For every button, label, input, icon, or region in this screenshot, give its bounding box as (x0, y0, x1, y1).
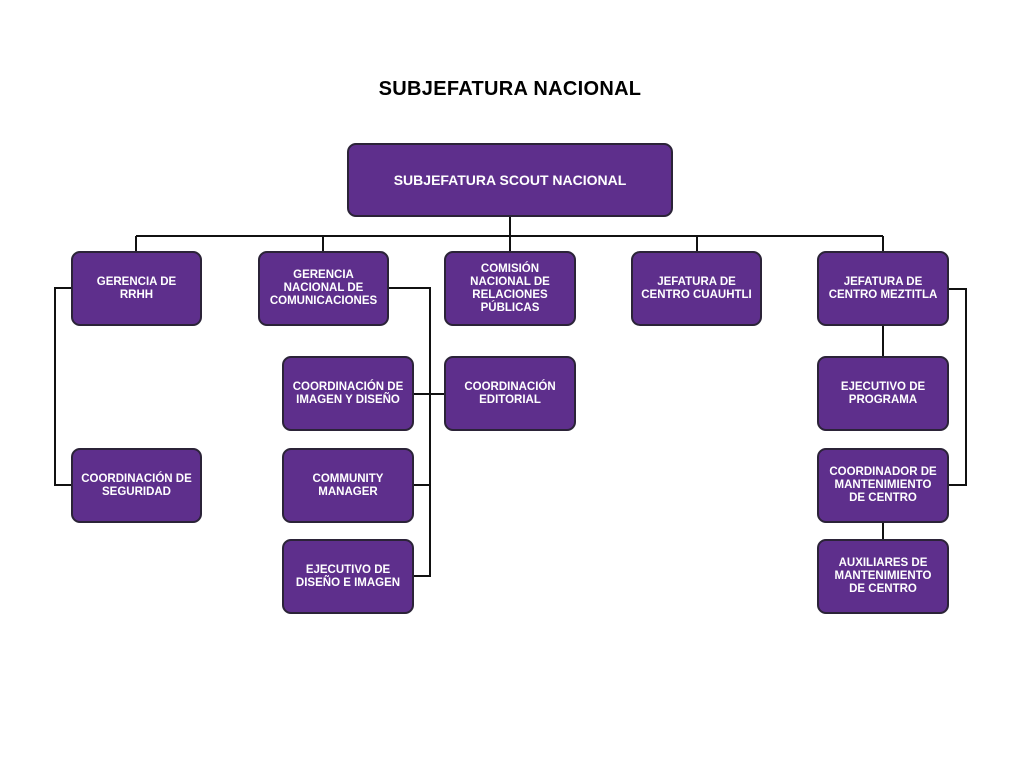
node-coordinacion-imagen-diseno: COORDINACIÓN DE IMAGEN Y DISEÑO (282, 356, 414, 431)
connector-line (948, 288, 967, 486)
node-gerencia-rrhh: GERENCIA DE RRHH (71, 251, 202, 326)
connector-line (54, 287, 72, 486)
node-subjefatura-scout-nacional: SUBJEFATURA SCOUT NACIONAL (347, 143, 673, 217)
node-community-manager: COMMUNITY MANAGER (282, 448, 414, 523)
node-jefatura-meztitla: JEFATURA DE CENTRO MEZTITLA (817, 251, 949, 326)
node-coordinacion-editorial: COORDINACIÓN EDITORIAL (444, 356, 576, 431)
node-coordinador-mantenimiento: COORDINADOR DE MANTENIMIENTO DE CENTRO (817, 448, 949, 523)
node-ejecutivo-diseno-imagen: EJECUTIVO DE DISEÑO E IMAGEN (282, 539, 414, 614)
node-ejecutivo-programa: EJECUTIVO DE PROGRAMA (817, 356, 949, 431)
connector-line (388, 287, 431, 577)
node-comision-relaciones-publicas: COMISIÓN NACIONAL DE RELACIONES PÚBLICAS (444, 251, 576, 326)
node-coordinacion-seguridad: COORDINACIÓN DE SEGURIDAD (71, 448, 202, 523)
page-title: SUBJEFATURA NACIONAL (378, 78, 642, 100)
node-gerencia-comunicaciones: GERENCIA NACIONAL DE COMUNICACIONES (258, 251, 389, 326)
node-jefatura-cuauhtli: JEFATURA DE CENTRO CUAUHTLI (631, 251, 762, 326)
node-auxiliares-mantenimiento: AUXILIARES DE MANTENIMIENTO DE CENTRO (817, 539, 949, 614)
